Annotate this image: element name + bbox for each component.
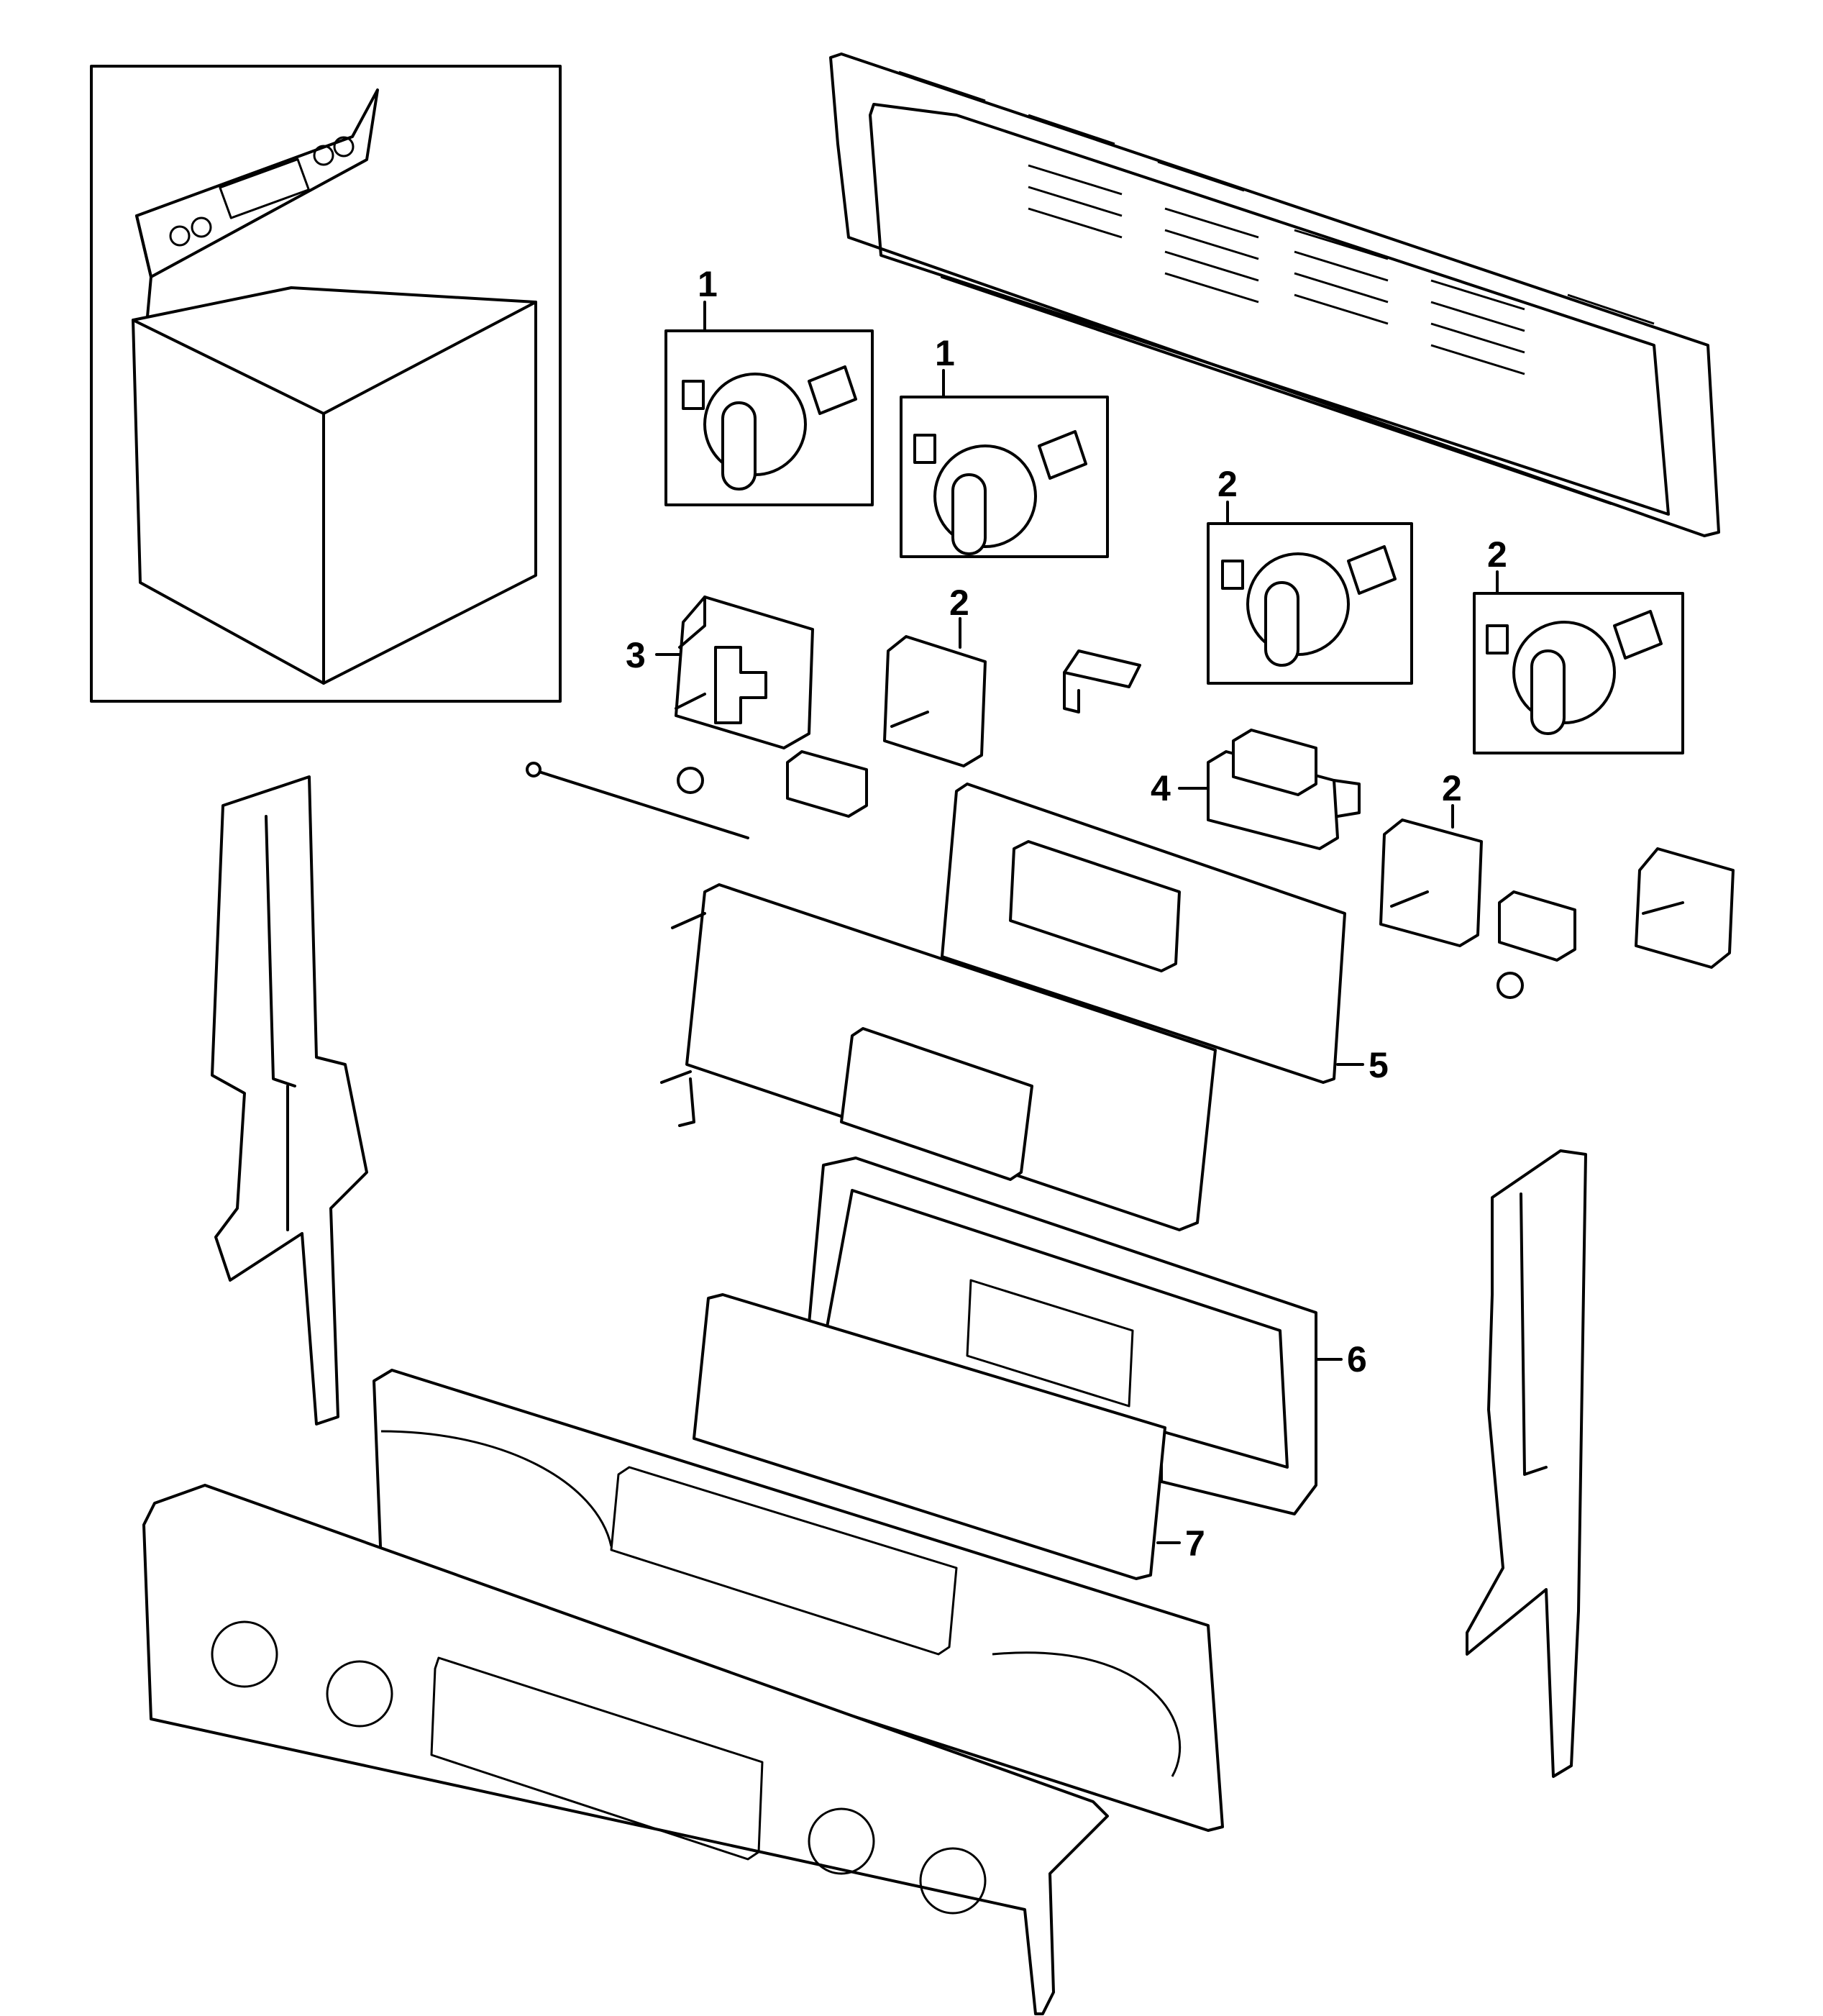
- front-control-panel: [142, 1484, 1109, 2015]
- callout-2a: 2: [1217, 464, 1238, 504]
- knob-kit-2b: [1473, 592, 1684, 754]
- callout-7: 7: [1185, 1523, 1205, 1564]
- callout-1a: 1: [698, 264, 718, 304]
- display-overlay: [693, 1293, 1166, 1580]
- infinite-switch: [675, 596, 814, 749]
- callout-2b: 2: [1487, 534, 1507, 575]
- callout-1b: 1: [935, 333, 955, 373]
- transformer: [1207, 729, 1361, 850]
- callout-4: 4: [1151, 768, 1171, 808]
- indicator-light-left: [677, 767, 704, 794]
- relay-right: [1498, 890, 1576, 962]
- infinite-switch-right: [1635, 847, 1735, 969]
- shaft-rod: [526, 762, 749, 839]
- callout-leaders: [655, 301, 1499, 1544]
- right-side-bracket: [1466, 1149, 1587, 1778]
- small-bracket: [1063, 649, 1141, 713]
- left-side-bracket: [211, 775, 368, 1426]
- callout-2c: 2: [949, 583, 969, 623]
- panel-vent-slots: [898, 70, 1655, 375]
- electronic-control-frame: [660, 883, 1217, 1231]
- callout-5: 5: [1369, 1045, 1389, 1085]
- range-overview-inset: [90, 65, 562, 703]
- knob-kit-1a: [664, 329, 874, 506]
- control-board: [941, 783, 1346, 1084]
- callout-6: 6: [1347, 1339, 1367, 1379]
- knob-kit-2a: [1207, 522, 1413, 685]
- rear-vented-panel: [829, 53, 1720, 537]
- callout-2d: 2: [1442, 768, 1462, 808]
- knob-kit-1b: [900, 396, 1109, 558]
- callout-3: 3: [626, 635, 646, 675]
- switch-right: [1379, 818, 1483, 947]
- indicator-light-right: [1497, 972, 1524, 999]
- range-cabinet: [132, 88, 537, 685]
- switch-middle: [883, 635, 987, 767]
- control-knob-recesses: [211, 1620, 987, 1915]
- relay-left: [786, 750, 868, 818]
